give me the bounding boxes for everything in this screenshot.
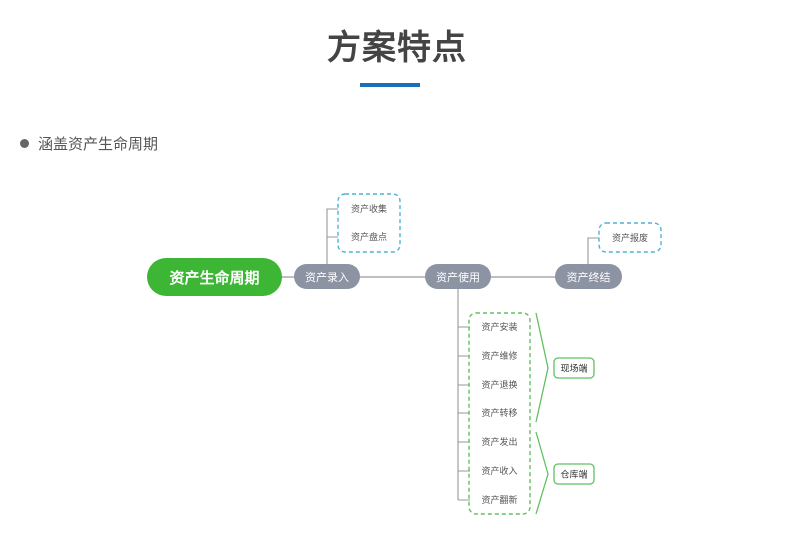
entry-items-dashed-box (337, 193, 401, 253)
entry-branch-connector (326, 208, 338, 264)
stage-node-label: 资产使用 (436, 270, 480, 284)
use-item: 资产维修 (481, 350, 517, 362)
end-item: 资产报废 (612, 232, 648, 244)
stage-node-label: 资产录入 (305, 270, 349, 284)
entry-item: 资产收集 (351, 203, 387, 215)
bullet-dot-icon (20, 139, 29, 148)
stage-node-end: 资产终结 (555, 264, 622, 289)
end-items-dashed-box (598, 222, 662, 253)
onsite-group-bracket (535, 312, 549, 423)
stage-node-label: 资产终结 (567, 270, 611, 284)
use-item: 资产转移 (481, 407, 517, 419)
stage-node-entry: 资产录入 (294, 264, 360, 289)
use-item: 资产翻新 (481, 494, 517, 506)
use-item: 资产收入 (481, 465, 517, 477)
onsite-group-label: 现场端 (553, 357, 595, 379)
stage-node-use: 资产使用 (425, 264, 491, 289)
entry-item: 资产盘点 (351, 231, 387, 243)
use-item: 资产发出 (481, 436, 517, 448)
use-item: 资产安装 (481, 321, 517, 333)
end-branch-connector (587, 237, 599, 264)
warehouse-group-label: 仓库端 (553, 463, 595, 485)
group-label-text: 仓库端 (560, 469, 587, 481)
bullet-text: 涵盖资产生命周期 (38, 135, 159, 153)
page-title: 方案特点 (327, 28, 467, 68)
group-label-text: 现场端 (560, 363, 587, 375)
use-item: 资产退换 (481, 379, 517, 391)
use-branch-connector (457, 289, 470, 501)
title-underline (360, 83, 420, 87)
warehouse-group-bracket (535, 431, 549, 515)
root-node: 资产生命周期 (147, 258, 282, 296)
use-items-dashed-box (468, 312, 531, 515)
root-node-label: 资产生命周期 (169, 269, 259, 287)
